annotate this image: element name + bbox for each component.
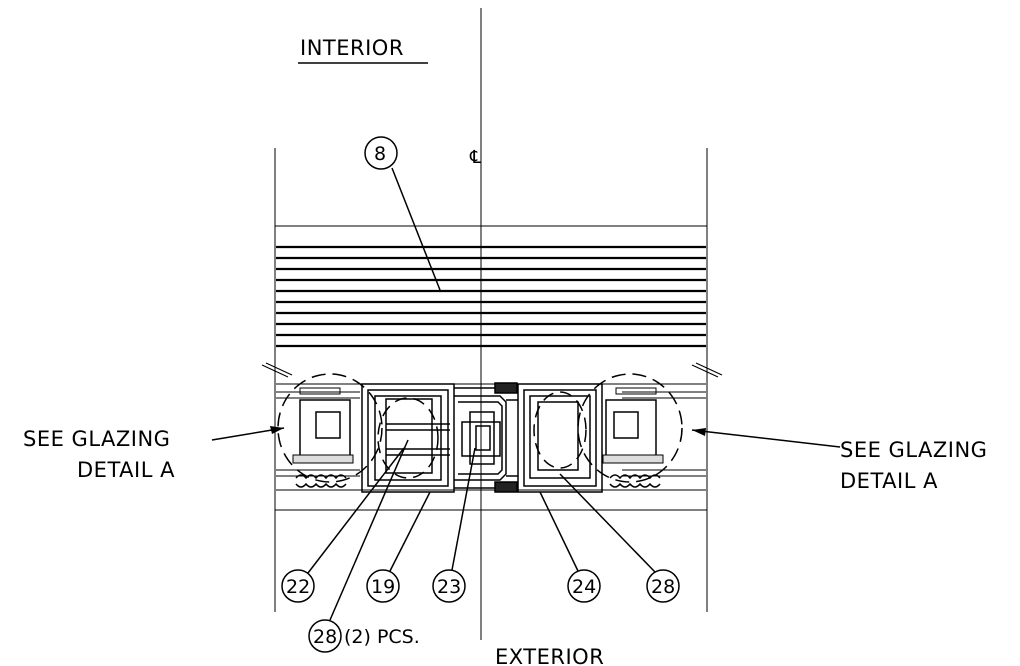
blind-slats bbox=[276, 245, 706, 348]
callout-19-leader bbox=[389, 491, 431, 572]
left-callout-line2: DETAIL A bbox=[77, 458, 175, 482]
exterior-label: EXTERIOR bbox=[495, 645, 604, 666]
right-inner-detail-circle bbox=[533, 391, 587, 469]
callout-23-text: 23 bbox=[437, 576, 461, 598]
left-glazing-unit bbox=[292, 387, 354, 488]
qty-note: (2) PCS. bbox=[344, 626, 420, 648]
right-callout-leader bbox=[691, 429, 841, 448]
left-frame-profile bbox=[361, 383, 455, 493]
right-frame-profile bbox=[506, 383, 603, 493]
callout-23-circle bbox=[432, 569, 466, 603]
left-inner-detail-circle bbox=[377, 397, 439, 479]
centerline-symbol: ℄ bbox=[469, 147, 482, 168]
callout-19-text: 19 bbox=[371, 576, 395, 598]
callout-28-circle bbox=[646, 569, 680, 603]
callout-28b-circle bbox=[308, 619, 342, 653]
callout-22-text: 22 bbox=[286, 576, 310, 598]
callout-8-text: 8 bbox=[374, 143, 386, 165]
callout-24-circle bbox=[567, 569, 601, 603]
callout-28b-leader bbox=[329, 439, 409, 621]
callout-22-leader bbox=[307, 447, 405, 574]
right-callout-line1: SEE GLAZING bbox=[840, 438, 987, 462]
callout-28b-text: 28 bbox=[313, 626, 337, 648]
callout-28-text: 28 bbox=[651, 576, 675, 598]
break-marks bbox=[261, 362, 723, 378]
right-glazing-unit bbox=[602, 387, 664, 488]
callout-24-text: 24 bbox=[572, 576, 596, 598]
center-connector bbox=[454, 382, 518, 493]
right-callout-line2: DETAIL A bbox=[840, 469, 938, 493]
callout-28-leader bbox=[559, 473, 656, 573]
left-callout-line1: SEE GLAZING bbox=[23, 427, 170, 451]
left-detail-circle bbox=[277, 373, 383, 483]
callout-24-leader bbox=[539, 491, 579, 572]
callout-23-leader bbox=[451, 447, 476, 571]
callout-22-circle bbox=[281, 569, 315, 603]
left-callout-arrowhead bbox=[270, 426, 284, 434]
callout-19-circle bbox=[366, 569, 400, 603]
interior-label: INTERIOR bbox=[300, 36, 404, 60]
right-detail-circle bbox=[577, 373, 683, 483]
glazing-band bbox=[276, 383, 706, 491]
callout-8-leader bbox=[391, 167, 441, 291]
right-callout-arrowhead bbox=[692, 428, 706, 436]
callout-8-circle bbox=[364, 136, 398, 170]
